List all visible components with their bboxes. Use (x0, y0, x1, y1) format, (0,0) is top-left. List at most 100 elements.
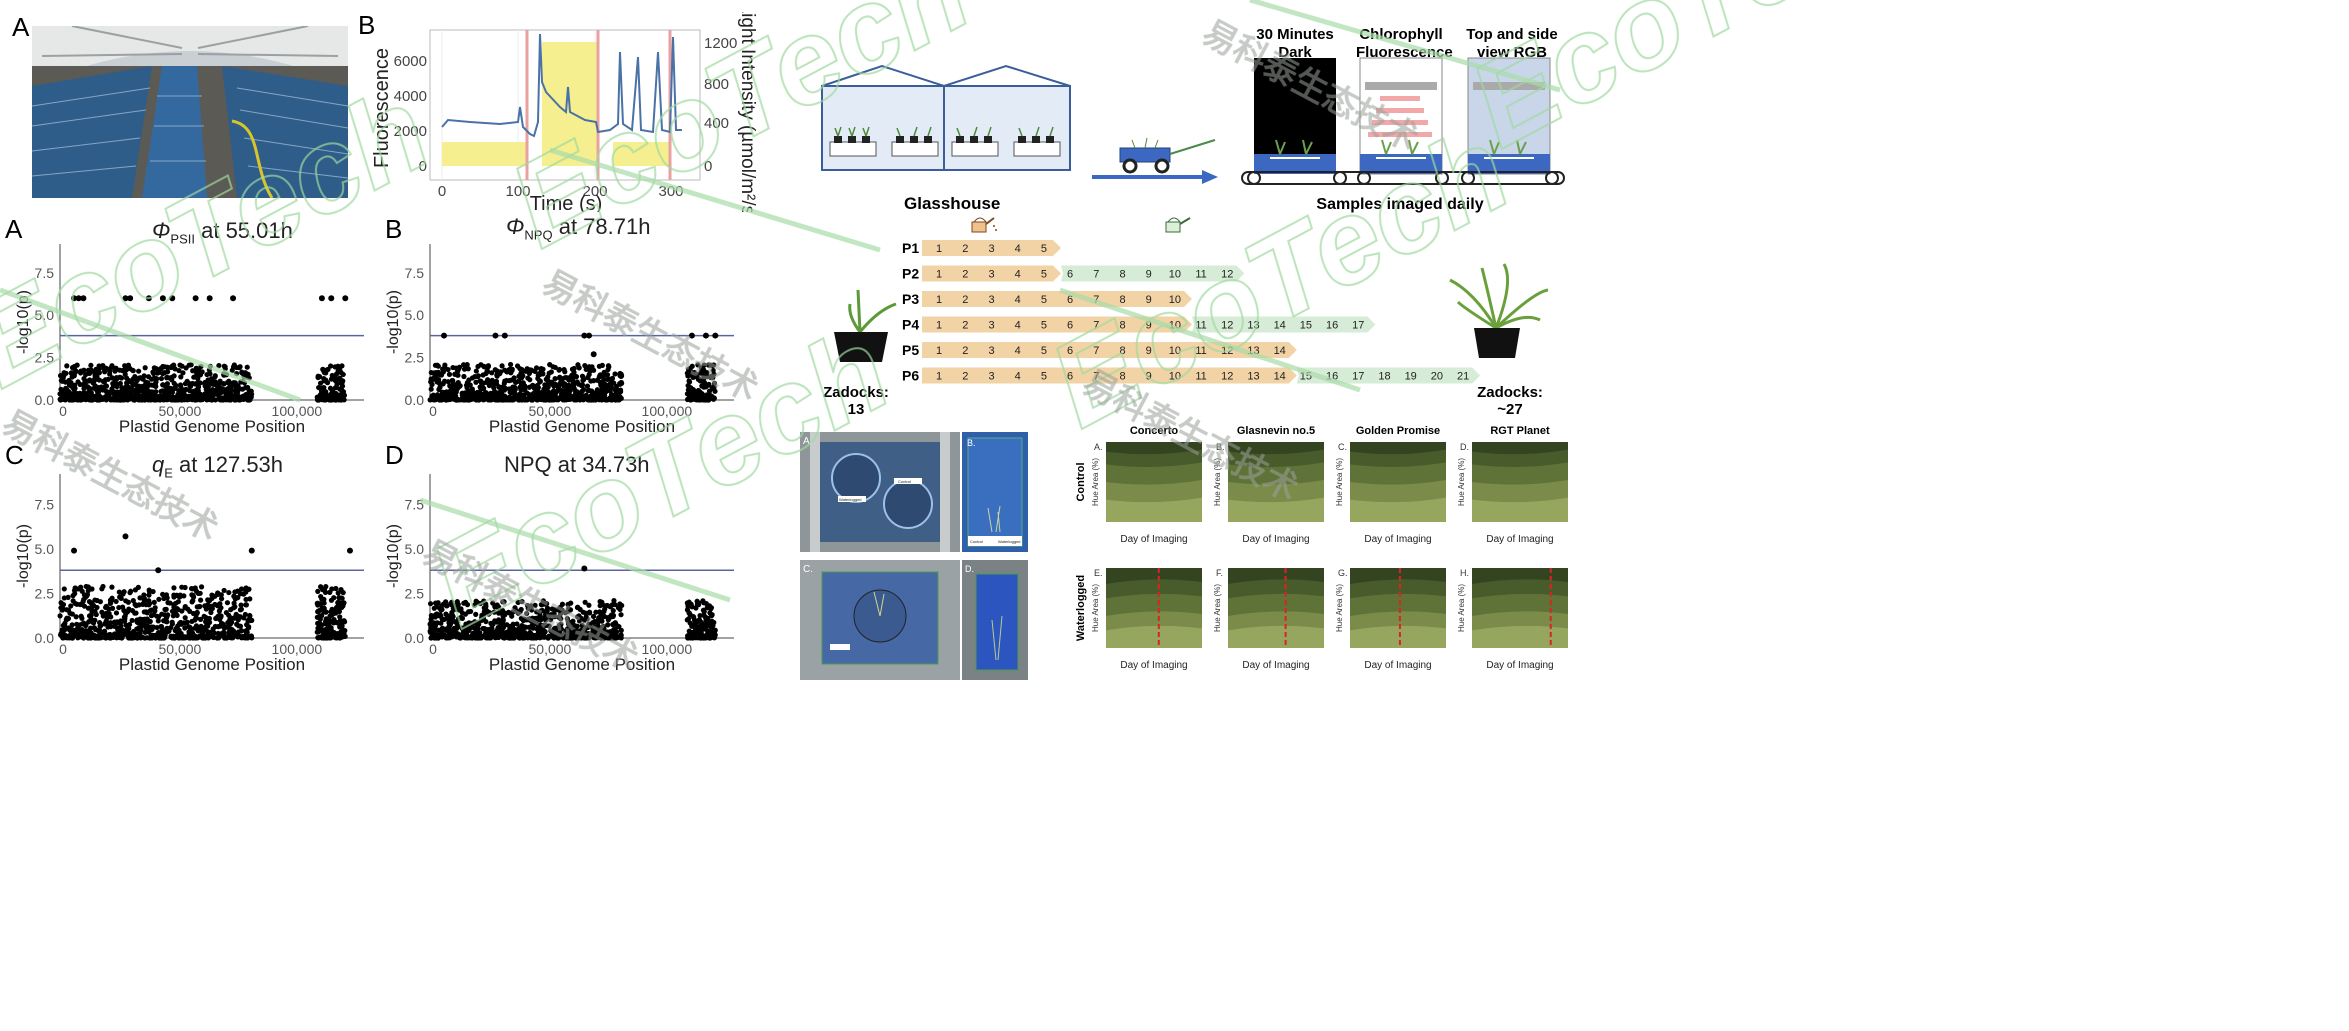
x-tick-label: 0 (59, 403, 67, 419)
snp-point (73, 614, 79, 620)
snp-point (608, 631, 614, 637)
snp-point (550, 629, 557, 635)
greenhouse-photo (31, 25, 349, 199)
snp-point (141, 598, 147, 604)
snp-point (83, 623, 89, 629)
hue-x-label: Day of Imaging (1486, 534, 1553, 545)
hue-band (1350, 497, 1446, 522)
schedule-day-number: 11 (1195, 345, 1206, 357)
title-sub: NPQ (524, 227, 553, 243)
snp-point (223, 610, 230, 616)
box-label: A. (803, 436, 812, 447)
schedule-day-number: 2 (962, 294, 968, 306)
snp-point (241, 635, 248, 641)
schedule-day-number: 4 (1015, 243, 1021, 255)
variety-title: Concerto (1130, 425, 1179, 437)
snp-point (571, 393, 577, 400)
snp-point (205, 629, 211, 635)
snp-point (132, 610, 138, 616)
snp-point (439, 634, 445, 640)
schedule-day-number: 11 (1195, 269, 1206, 281)
snp-point (589, 388, 595, 394)
snp-point (559, 601, 566, 607)
snp-point (481, 626, 488, 632)
schedule-day-number: 8 (1119, 294, 1125, 306)
snp-point (575, 604, 581, 610)
plant-pot-right (1444, 262, 1554, 362)
snp-point (155, 618, 161, 624)
snp-point (107, 600, 113, 606)
snp-point (612, 635, 618, 641)
snp-point (208, 603, 215, 609)
snp-point (333, 390, 339, 397)
y-left-tick: 4000 (394, 88, 427, 105)
snp-point (698, 368, 704, 375)
snp-point (574, 614, 581, 620)
snp-point (218, 620, 225, 626)
imaging-footer: Samples imaged daily (1316, 196, 1484, 213)
hue-panel-label: D. (1460, 442, 1469, 452)
snp-point (501, 633, 507, 639)
snp-point (77, 601, 83, 608)
snp-point (708, 613, 715, 619)
snp-point (327, 385, 334, 391)
snp-point (491, 609, 497, 615)
schedule-day-number: 2 (962, 320, 968, 332)
snp-point (182, 634, 188, 640)
snp-point (119, 627, 125, 633)
snp-point (478, 385, 484, 391)
snp-point (335, 368, 341, 374)
snp-point (323, 397, 329, 403)
snp-point (565, 626, 571, 632)
snp-point (519, 383, 525, 390)
snp-point (500, 385, 507, 391)
snp-point (466, 609, 472, 615)
snp-point (458, 607, 464, 614)
snp-point (187, 608, 193, 614)
snp-point (81, 603, 88, 609)
snp-point (489, 622, 495, 628)
snp-point (205, 623, 211, 629)
snp-point (591, 635, 597, 641)
snp-point-significant (702, 332, 709, 339)
snp-point (432, 614, 438, 620)
schedule-day-number: 9 (1146, 294, 1152, 306)
panel-letter-b-trace: B (358, 10, 376, 40)
title-sub: PSII (170, 231, 195, 247)
snp-point (138, 635, 144, 641)
snp-point (471, 619, 478, 626)
snp-point (486, 611, 492, 617)
snp-point (238, 586, 245, 592)
snp-point (143, 609, 149, 615)
snp-point (455, 372, 461, 378)
schedule-day-number: 7 (1093, 269, 1099, 281)
snp-point (556, 367, 562, 373)
snp-point (543, 617, 549, 623)
snp-point (535, 389, 542, 395)
hue-y-label: Hue Area (%) (1091, 458, 1100, 506)
snp-point (543, 376, 549, 382)
hue-y-label: Hue Area (%) (1213, 458, 1222, 506)
snp-point (64, 615, 70, 621)
hue-y-label: Hue Area (%) (1457, 584, 1466, 632)
schedule-day-number: 4 (1015, 345, 1021, 357)
schedule-bar-glasshouse (922, 367, 1297, 384)
snp-point (562, 396, 568, 402)
snp-point (491, 388, 498, 395)
schedule-day-number: 6 (1067, 269, 1073, 281)
snp-point (238, 606, 244, 612)
hue-band (1472, 625, 1568, 648)
cart-illustration (1090, 136, 1220, 186)
snp-point (193, 615, 200, 621)
snp-point (106, 610, 112, 617)
snp-point (586, 621, 592, 627)
snp-point (498, 610, 505, 616)
treatment-label: Waterlogged (1075, 575, 1087, 641)
hue-band (1228, 497, 1324, 522)
snp-point (431, 605, 437, 611)
snp-point (105, 624, 111, 630)
schedule-day-number: 1 (936, 269, 942, 281)
snp-point (509, 613, 515, 619)
snp-point (595, 377, 601, 383)
snp-point (142, 629, 148, 635)
